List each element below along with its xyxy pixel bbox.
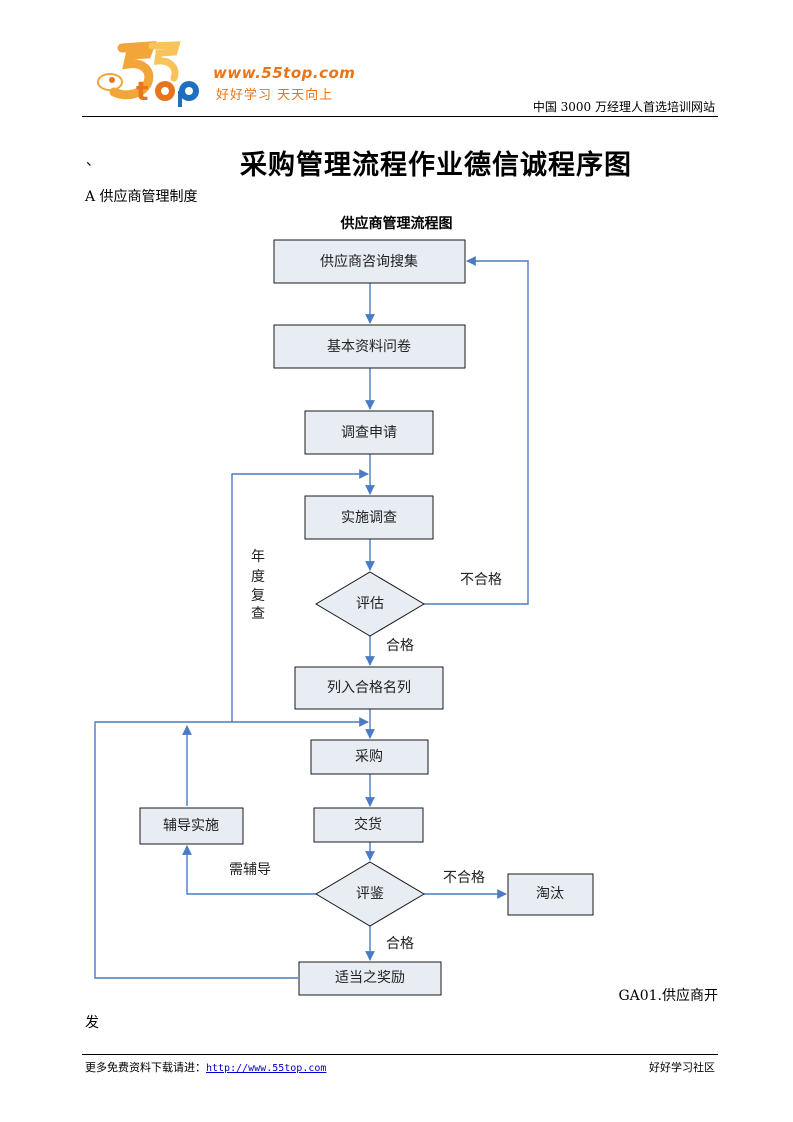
footer-divider [82,1054,718,1055]
label-eval-pass: 合格 [386,638,414,654]
node-delivery: 交货 [354,816,382,833]
node-reward: 适当之奖励 [335,969,405,986]
node-assess: 评鉴 [356,886,384,902]
node-purchase-box [310,739,429,775]
label-eval-fail: 不合格 [460,572,502,588]
node-coaching-box [139,807,244,845]
footer-site-link[interactable]: http://www.55top.com [206,1063,327,1074]
node-apply-box [304,410,434,455]
label-annual-review-4: 查 [251,606,265,622]
logo-slogan: 好好学习 天天向上 [216,88,334,103]
page-title: 采购管理流程作业德信诚程序图 [240,150,632,181]
edge-annual-review-loop [231,469,369,722]
node-questionnaire: 基本资料问卷 [327,338,411,355]
node-qualified-list-box [294,666,444,710]
node-reward-box [298,961,442,996]
node-inquiry: 供应商咨询搜集 [320,253,418,270]
figure-caption-continued: 发 [85,1015,99,1031]
node-apply: 调查申请 [341,425,397,441]
node-purchase: 采购 [355,749,383,765]
label-assess-pass: 合格 [386,936,414,952]
site-tagline: 中国 3000 万经理人首选培训网站 [532,100,715,114]
node-investigate: 实施调查 [341,510,397,526]
label-annual-review-3: 复 [251,587,265,604]
node-eliminate: 淘汰 [536,886,564,902]
node-assess-diamond [315,861,425,927]
edge-needs-coaching [182,845,317,895]
label-annual-review-2: 度 [251,569,265,585]
logo-url-text: www.55top.com [213,64,356,82]
edge-evaluate-fail-loop [423,256,529,605]
node-qualified-list: 列入合格名列 [327,680,411,696]
section-heading: A 供应商管理制度 [85,189,198,205]
node-evaluate-diamond [315,571,425,637]
label-annual-review-1: 年 [251,549,265,565]
label-needs-coaching: 需辅导 [229,862,271,878]
node-evaluate: 评估 [356,596,384,612]
svg-text:t: t [136,77,148,107]
footer-download-note: 更多免费资料下载请进：http://www.55top.com [85,1059,326,1075]
node-coaching: 辅导实施 [163,818,219,834]
figure-caption: GA01.供应商开 [618,988,718,1004]
node-inquiry-box [273,239,466,284]
node-delivery-box [313,807,424,843]
footer-community: 好好学习社区 [649,1061,715,1074]
edge-reward-loop [94,717,369,979]
flowchart-title: 供应商管理流程图 [340,216,453,232]
leading-mark: 、 [86,153,100,169]
node-questionnaire-box [273,324,466,369]
label-assess-fail: 不合格 [443,870,485,886]
node-eliminate-box [507,873,594,916]
footer-download-text: 更多免费资料下载请进： [85,1061,206,1074]
node-investigate-box [304,495,434,540]
header-divider [82,116,718,117]
site-logo: t [97,41,199,107]
